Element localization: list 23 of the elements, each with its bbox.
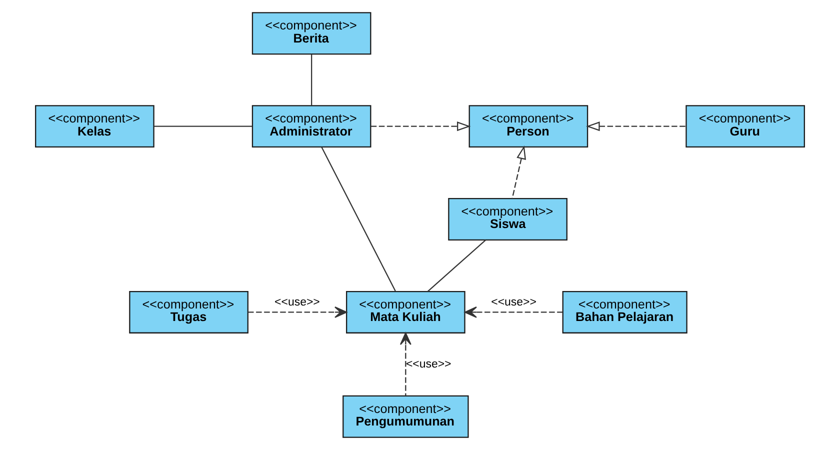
node-box: <<component>> Kelas bbox=[34, 105, 154, 148]
node-box: <<component>> Siswa bbox=[448, 198, 567, 240]
arrow bbox=[370, 122, 470, 132]
connector bbox=[320, 146, 396, 292]
edge-label: <<use>> bbox=[274, 296, 320, 308]
connector bbox=[154, 126, 252, 127]
edge-label: <<use>> bbox=[405, 358, 451, 370]
node-box: <<component>> Pengumumunan bbox=[342, 395, 468, 438]
arrow bbox=[464, 306, 562, 318]
node-box: <<component>> Bahan Pelajaran bbox=[562, 290, 687, 334]
arrow bbox=[399, 332, 411, 396]
node-box: <<component>> Guru bbox=[685, 105, 804, 148]
node-box: <<component>> Mata Kuliah bbox=[345, 290, 465, 334]
node-box: <<component>> Berita bbox=[251, 12, 371, 55]
node-box: <<component>> Administrator bbox=[251, 105, 371, 148]
connector bbox=[310, 54, 312, 106]
arrow bbox=[586, 122, 686, 132]
arrow bbox=[511, 145, 526, 199]
arrow bbox=[248, 306, 347, 318]
connector bbox=[426, 240, 486, 292]
edge-label: <<use>> bbox=[490, 296, 536, 308]
node-box: <<component>> Person bbox=[468, 105, 588, 148]
node-box: <<component>> Tugas bbox=[128, 290, 248, 334]
